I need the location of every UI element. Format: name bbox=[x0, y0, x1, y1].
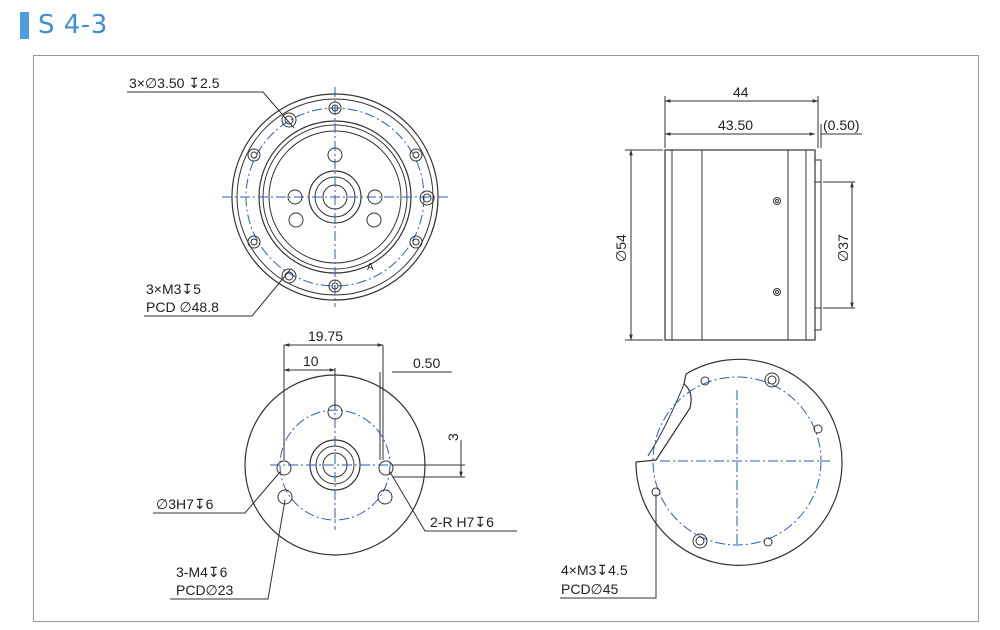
rear-flat-dim: 0.50 bbox=[413, 355, 440, 371]
side-flange-dim: (0.50) bbox=[823, 117, 860, 133]
front-hole-callout: 3×∅3.50 ↧2.5 bbox=[129, 75, 220, 91]
section-marker bbox=[20, 11, 29, 39]
front-view bbox=[127, 87, 448, 317]
rear-pin-hole-callout: ∅3H7↧6 bbox=[156, 496, 214, 512]
rear-pcd-callout: PCD∅23 bbox=[176, 582, 234, 598]
front-thread-callout: 3×M3↧5 bbox=[146, 281, 201, 297]
rear-offset-inner: 10 bbox=[303, 353, 319, 369]
section-header: S 4-3 bbox=[20, 8, 108, 42]
section-title: S 4-3 bbox=[38, 10, 108, 40]
side-length-body: 43.50 bbox=[718, 117, 753, 133]
front-marker-a: A bbox=[367, 262, 374, 273]
rear-offset-outer: 19.75 bbox=[308, 328, 343, 344]
drawing-frame bbox=[33, 55, 979, 622]
side-length-total: 44 bbox=[733, 84, 749, 100]
bottom-pcd-callout: PCD∅45 bbox=[561, 581, 619, 597]
bottom-thread-callout: 4×M3↧4.5 bbox=[561, 562, 628, 578]
rear-thread-callout: 3-M4↧6 bbox=[176, 564, 228, 580]
side-boss-diameter: ∅37 bbox=[835, 234, 851, 262]
side-outer-diameter: ∅54 bbox=[613, 234, 629, 262]
bottom-view bbox=[560, 358, 843, 599]
rear-slot-callout: 2-R H7↧6 bbox=[430, 514, 494, 530]
side-view bbox=[625, 96, 862, 341]
rear-view bbox=[153, 343, 517, 600]
front-pcd-callout: PCD ∅48.8 bbox=[146, 299, 219, 315]
rear-height-dim: 3 bbox=[445, 433, 461, 441]
